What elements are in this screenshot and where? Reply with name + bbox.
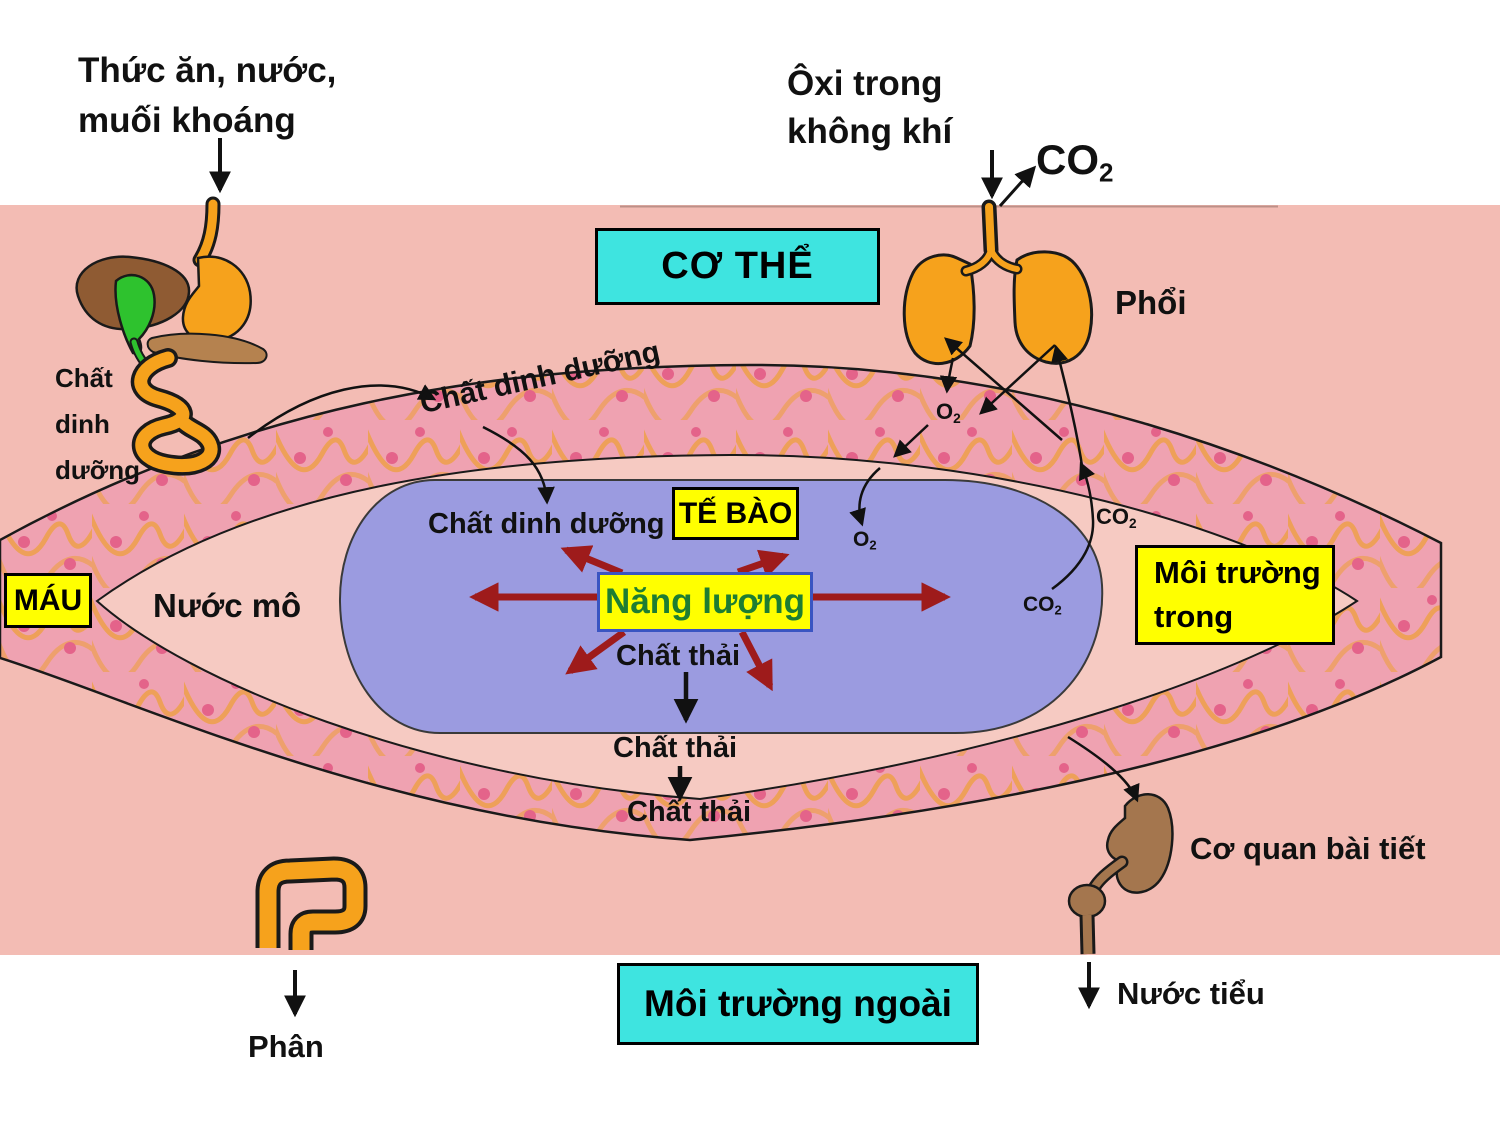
nutrient-vertical-line2: dinh bbox=[55, 409, 110, 439]
cell-co2-label: CO2 bbox=[1023, 593, 1062, 618]
waste-label-1: Chất thải bbox=[613, 732, 738, 764]
tissue-fluid-label: Nước mô bbox=[153, 587, 302, 624]
kidney-illustration bbox=[1067, 793, 1174, 955]
flow-arrows bbox=[209, 138, 1140, 1018]
vessel-o2-label: O2 bbox=[936, 399, 961, 426]
internal-env-line1: Môi trường bbox=[1154, 555, 1321, 590]
cell-waste-label: Chất thải bbox=[616, 640, 741, 672]
co2-cell-to-blood-arrow bbox=[1051, 461, 1096, 591]
energy-arrow-down-right bbox=[738, 630, 774, 692]
waste-label-2: Chất thải bbox=[627, 796, 752, 828]
excretory-label: Cơ quan bài tiết bbox=[1190, 831, 1426, 866]
co2-blood-to-lung-arrow-2 bbox=[1051, 344, 1085, 473]
o2-into-cell-arrow bbox=[849, 467, 881, 527]
lungs-label: Phổi bbox=[1115, 284, 1187, 321]
vessel-co2-base: CO bbox=[1096, 504, 1129, 529]
vessel-co2-label: CO2 bbox=[1096, 504, 1137, 531]
lungs-illustration bbox=[902, 199, 1094, 366]
food-label: Thức ăn, nước, muối khoáng bbox=[78, 46, 336, 146]
cell-name-box: TẾ BÀO bbox=[672, 487, 799, 540]
blood-to-kidney-arrow bbox=[1067, 735, 1140, 803]
cell-o2-base: O bbox=[853, 528, 870, 551]
o2-lung-to-blood-arrow-2 bbox=[979, 344, 1056, 415]
cell-co2-sub: 2 bbox=[1054, 602, 1062, 618]
body-box: CƠ THỂ bbox=[595, 228, 880, 305]
cell-o2-sub: 2 bbox=[869, 537, 877, 553]
energy-arrow-up-right bbox=[736, 549, 790, 578]
cell-nutrient-label: Chất dinh dưỡng bbox=[428, 508, 665, 540]
vessel-co2-sub: 2 bbox=[1129, 515, 1137, 531]
feces-label: Phân bbox=[248, 1029, 324, 1064]
energy-arrow-up-left bbox=[560, 545, 624, 577]
gallbladder-shape bbox=[114, 273, 156, 355]
internal-env-line2: trong bbox=[1154, 599, 1234, 634]
cell-o2-label: O2 bbox=[853, 528, 877, 553]
digestive-organs-illustration bbox=[75, 196, 268, 476]
blood-box: MÁU bbox=[4, 573, 92, 628]
colon-illustration bbox=[255, 856, 368, 950]
co2-top-base: CO bbox=[1036, 136, 1099, 183]
external-env-box: Môi trường ngoài bbox=[617, 963, 979, 1045]
vessel-o2-base: O bbox=[936, 399, 954, 424]
left-lung-shape bbox=[902, 253, 976, 366]
co2-top-sub: 2 bbox=[1099, 157, 1114, 188]
urine-label: Nước tiểu bbox=[1117, 976, 1265, 1011]
oxygen-label-line1: Ôxi trong bbox=[787, 64, 943, 103]
cell-co2-base: CO bbox=[1023, 593, 1055, 616]
right-lung-shape bbox=[1012, 250, 1094, 365]
o2-blood-to-tissue-arrow bbox=[893, 424, 929, 458]
internal-env-box: Môi trường trong bbox=[1135, 545, 1335, 645]
exhale-co2-arrow bbox=[998, 165, 1037, 208]
energy-box: Năng lượng bbox=[597, 572, 813, 632]
nutrient-vertical-line1: Chất bbox=[55, 363, 113, 393]
oxygen-label: Ôxi trong không khí bbox=[787, 60, 952, 156]
energy-arrows bbox=[469, 545, 951, 692]
energy-arrow-down-left bbox=[565, 629, 627, 675]
nutrient-to-blood-arrow bbox=[247, 384, 437, 439]
nutrient-to-cell-arrow bbox=[482, 425, 555, 505]
food-label-line2: muối khoáng bbox=[78, 101, 296, 140]
oxygen-label-line2: không khí bbox=[787, 112, 953, 151]
nutrient-vertical-line3: dưỡng bbox=[55, 455, 140, 485]
co2-blood-to-lung-arrow-1 bbox=[944, 337, 1063, 441]
o2-lung-to-blood-arrow-1 bbox=[939, 357, 958, 394]
co2-top-label: CO2 bbox=[1036, 136, 1113, 187]
vessel-o2-sub: 2 bbox=[953, 410, 961, 426]
food-label-line1: Thức ăn, nước, bbox=[78, 51, 337, 90]
nutrient-vertical-label: Chất dinh dưỡng bbox=[55, 355, 140, 493]
